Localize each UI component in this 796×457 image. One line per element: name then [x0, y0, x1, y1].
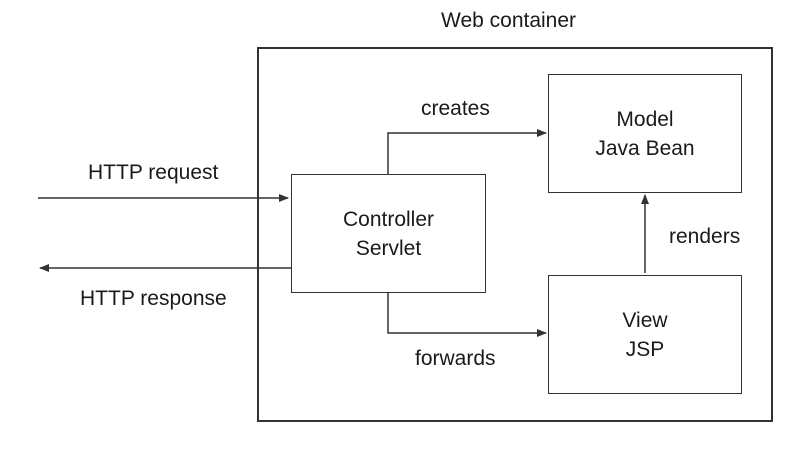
http-response-label: HTTP response	[80, 287, 227, 310]
controller-label: Controller	[342, 207, 435, 231]
model-label: Model	[616, 107, 674, 131]
jsp-label: JSP	[625, 337, 665, 361]
forwards-label: forwards	[415, 347, 496, 370]
creates-label: creates	[421, 97, 490, 120]
renders-label: renders	[669, 225, 741, 248]
servlet-label: Servlet	[355, 236, 422, 260]
web-container-frame	[257, 47, 773, 422]
model-box: Model Java Bean	[548, 74, 742, 193]
java-bean-label: Java Bean	[595, 136, 695, 160]
http-request-label: HTTP request	[88, 161, 219, 184]
creates-arrow	[387, 129, 547, 174]
web-container-title: Web container	[441, 9, 577, 32]
controller-box: Controller Servlet	[291, 174, 486, 293]
forwards-arrow	[387, 293, 547, 337]
view-box: View JSP	[548, 275, 742, 394]
view-label: View	[622, 308, 668, 332]
